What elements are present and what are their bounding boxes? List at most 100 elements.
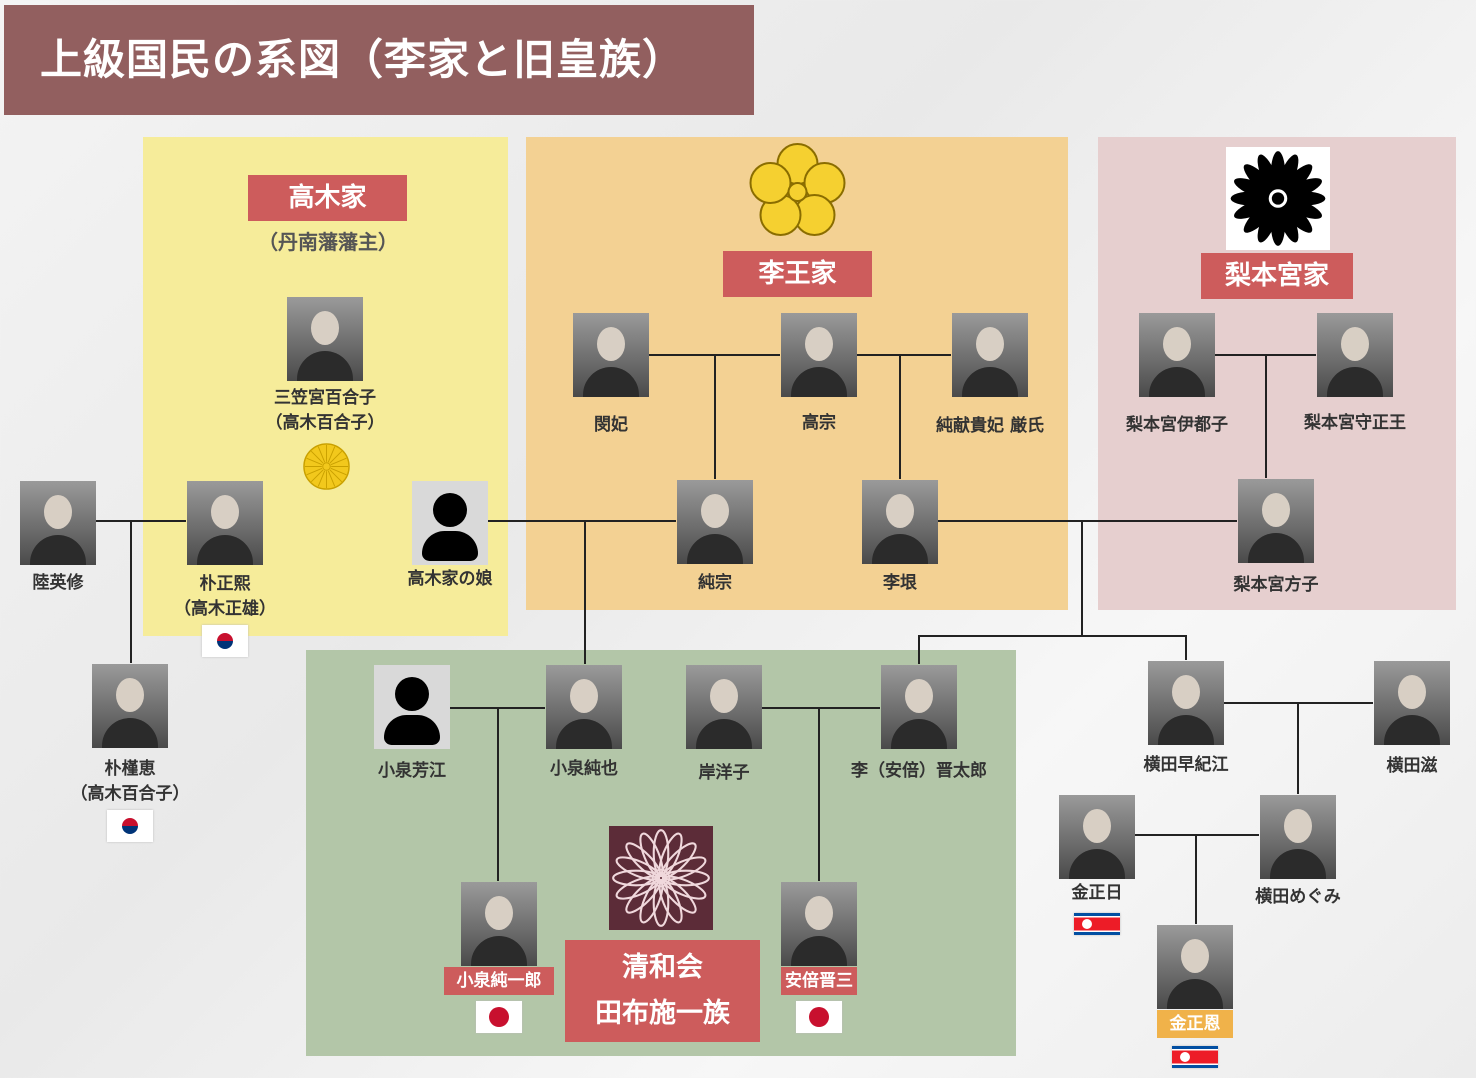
person-name-junya: 小泉純也 (550, 759, 618, 779)
person-body (872, 534, 928, 564)
relation-line (1185, 635, 1187, 660)
relation-line (130, 520, 132, 663)
person-head (976, 327, 1004, 361)
person-body (891, 719, 947, 749)
person-name-kju: 金正恩 (1157, 1010, 1233, 1038)
relation-line (899, 354, 901, 479)
person-photo-kju (1157, 925, 1233, 1009)
takagi-family-label: 高木家 (248, 175, 407, 221)
person-head (44, 495, 72, 529)
person-head (1284, 809, 1312, 843)
person-photo-riku (20, 481, 96, 565)
page-title: 上級国民の系図（李家と旧皇族） (4, 5, 754, 115)
person-name-junken: 純献貴妃 厳氏 (936, 416, 1044, 436)
relation-line (95, 520, 186, 522)
person-photo-junso (677, 480, 753, 564)
relation-line (1081, 520, 1083, 635)
person-head (1398, 675, 1426, 709)
person-head (1181, 939, 1209, 973)
person-body (791, 367, 847, 397)
person-head (805, 327, 833, 361)
person-photo-masako (1238, 479, 1314, 563)
person-photo-koizumi (461, 882, 537, 966)
flag-kp-icon (1074, 913, 1120, 935)
person-name-sakie: 横田早紀江 (1143, 755, 1229, 775)
person-photo-takagi-daughter (412, 481, 488, 565)
person-photo-sakie (1148, 661, 1224, 745)
person-name-shigeru: 横田滋 (1386, 756, 1438, 776)
person-body (1167, 979, 1223, 1009)
person-photo-mikasa (287, 297, 363, 381)
person-head (710, 679, 738, 713)
person-alias-mikasa: （高木百合子） (265, 413, 385, 433)
person-body (962, 367, 1018, 397)
relation-line (1195, 834, 1197, 924)
chrysanthemum-crest-small-icon (303, 443, 350, 490)
person-photo-kojo (781, 313, 857, 397)
relation-line (584, 520, 586, 664)
person-body (1069, 849, 1125, 879)
person-head (433, 493, 467, 527)
person-body (556, 719, 612, 749)
flag-jp-icon (796, 1001, 842, 1033)
relation-line (497, 707, 499, 881)
person-head (1083, 809, 1111, 843)
person-head (485, 896, 513, 930)
flag-kr-icon (202, 625, 248, 657)
person-body (471, 936, 527, 966)
relation-line (937, 520, 1237, 522)
person-body (687, 534, 743, 564)
person-name-takagi-daughter: 高木家の娘 (407, 569, 493, 589)
person-photo-yoshie (374, 665, 450, 749)
person-name-riku: 陸英修 (32, 573, 84, 593)
takagi-family-subtitle: （丹南藩藩主） (258, 230, 398, 254)
person-photo-junken (952, 313, 1028, 397)
person-body (30, 535, 86, 565)
person-head (211, 495, 239, 529)
person-name-morimasa: 梨本宮守正王 (1304, 413, 1406, 433)
person-body (102, 718, 158, 748)
person-head (597, 327, 625, 361)
relation-line (761, 707, 880, 709)
person-name-koizumi: 小泉純一郎 (444, 967, 554, 995)
person-body (1248, 533, 1304, 563)
person-photo-abe (781, 882, 857, 966)
person-body (583, 367, 639, 397)
plum-crest-icon (749, 143, 846, 236)
person-photo-yoko (686, 665, 762, 749)
nashimoto-family-label: 梨本宮家 (1201, 253, 1353, 299)
person-name-mikasa: 三笠宮百合子 (274, 388, 376, 408)
person-name-masako: 梨本宮方子 (1233, 575, 1319, 595)
person-photo-rigin (862, 480, 938, 564)
person-photo-junya (546, 665, 622, 749)
person-photo-park (187, 481, 263, 565)
person-body (1149, 367, 1205, 397)
person-body (422, 531, 478, 561)
person-body (1327, 367, 1383, 397)
person-name-binhi: 閔妃 (594, 415, 628, 435)
person-head (1341, 327, 1369, 361)
relation-line (714, 354, 716, 479)
person-head (1172, 675, 1200, 709)
person-name-park: 朴正熙 (199, 574, 251, 594)
person-head (570, 679, 598, 713)
relation-line (818, 707, 820, 881)
person-name-rigin: 李垠 (883, 573, 917, 593)
person-name-kji: 金正日 (1071, 883, 1123, 903)
flag-kr-icon (107, 810, 153, 842)
relation-line (918, 635, 920, 664)
person-alias-park-gh: （高木百合子） (70, 784, 190, 804)
flag-kp-icon (1172, 1046, 1218, 1068)
seiwakai-label: 清和会 田布施一族 (565, 940, 760, 1042)
chrysanthemum-crest-black-icon (1226, 147, 1330, 250)
person-photo-itsuko (1139, 313, 1215, 397)
relation-line (1297, 702, 1299, 794)
person-head (1262, 493, 1290, 527)
person-photo-kji (1059, 795, 1135, 879)
person-photo-megumi (1260, 795, 1336, 879)
person-body (1158, 715, 1214, 745)
person-body (791, 936, 847, 966)
person-head (1163, 327, 1191, 361)
flag-jp-icon (476, 1001, 522, 1033)
person-body (1270, 849, 1326, 879)
